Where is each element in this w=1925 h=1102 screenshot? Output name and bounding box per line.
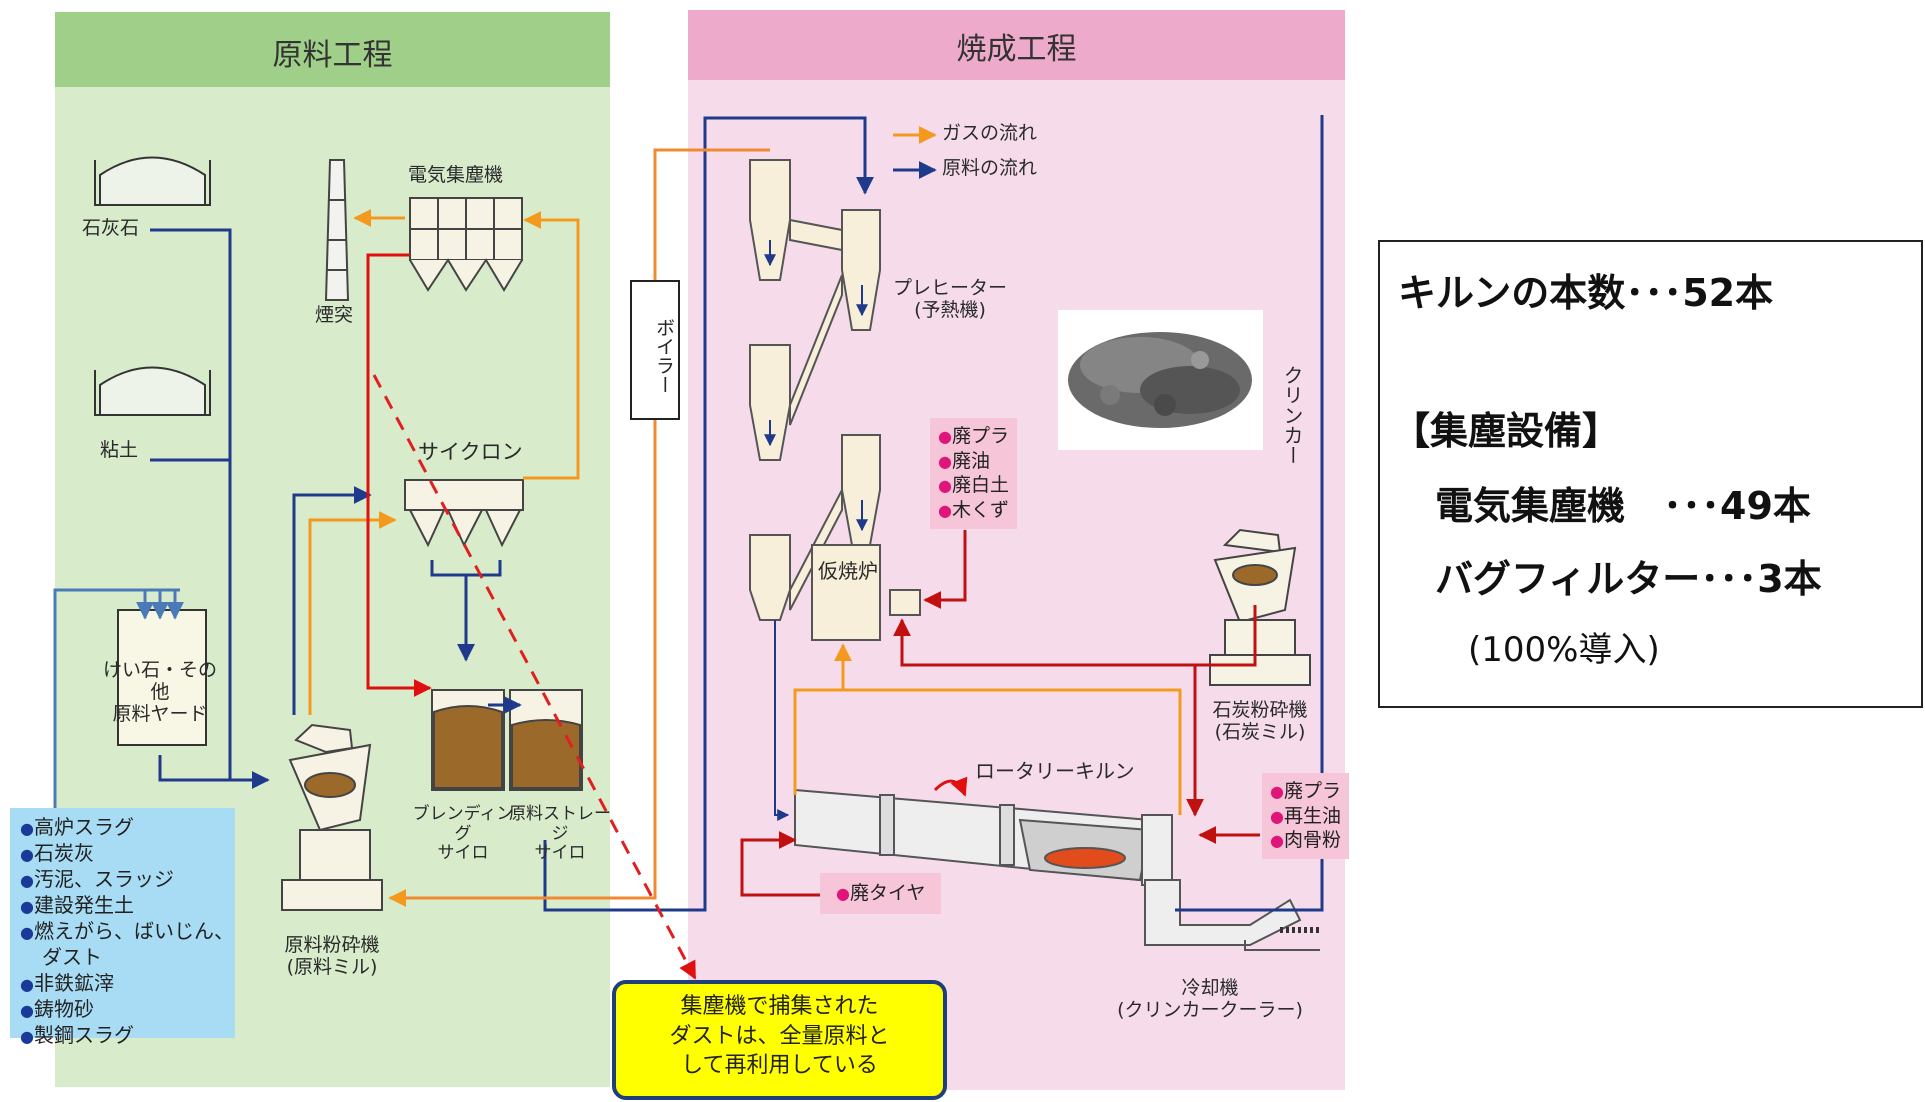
bag-filter-count: バグフィルター･･･3本	[1435, 557, 1822, 601]
bullet-icon: ●	[1270, 831, 1284, 851]
rotary-kiln-unit	[794, 788, 1152, 882]
info-box	[1378, 240, 1923, 708]
install-note: (100%導入)	[1468, 630, 1660, 670]
ep-unit	[409, 197, 523, 292]
kiln-label: ロータリーキルン	[975, 759, 1135, 783]
blending-silo-label: ブレンディング サイロ	[412, 804, 514, 864]
bullet-icon: ●	[20, 975, 34, 994]
cyclone-unit	[404, 479, 524, 548]
bullet-icon: ●	[20, 845, 34, 864]
bullet-icon: ●	[1270, 782, 1284, 801]
waste-item: ●製鋼スラグ	[20, 1023, 134, 1047]
clay-storage	[94, 366, 211, 416]
cyclone-label: サイクロン	[418, 440, 523, 464]
bullet-icon: ●	[20, 1027, 34, 1046]
ep-count: 電気集塵機 ･･･49本	[1435, 484, 1811, 528]
ep-label: 電気集塵機	[408, 164, 504, 186]
cooler-unit	[1141, 814, 1320, 951]
bullet-icon: ●	[938, 501, 952, 521]
coal-mill-label: 石炭粉砕機 (石炭ミル)	[1212, 699, 1308, 743]
bullet-icon: ●	[938, 427, 952, 446]
kiln-count: キルンの本数･･･52本	[1398, 271, 1774, 315]
preheater-label: プレヒーター (予熱機)	[892, 277, 1007, 321]
raw-mill-label: 原料粉砕機 (原料ミル)	[284, 934, 380, 978]
fuel-tag-kiln: ●廃プラ ●再生油 ●肉骨粉	[1262, 773, 1349, 860]
waste-item: ●汚泥、スラッジ	[20, 867, 174, 891]
raw-material-title: 原料工程	[272, 38, 393, 73]
waste-item: ●建設発生土	[20, 893, 134, 917]
bullet-icon: ●	[20, 871, 34, 890]
stack	[324, 159, 350, 301]
stack-label: 煙突	[315, 304, 354, 326]
legend-material-label: 原料の流れ	[942, 157, 1038, 179]
waste-item: ●鋳物砂	[20, 997, 94, 1021]
burning-panel-header	[688, 10, 1345, 80]
storage-silo-label: 原料ストレージ サイロ	[509, 804, 611, 864]
waste-item: ●高炉スラグ	[20, 815, 134, 839]
storage-silo	[509, 689, 583, 791]
cooler-label: 冷却機 (クリンカークーラー)	[1117, 977, 1303, 1021]
boiler-label: ボイラー	[630, 280, 680, 420]
burning-title: 焼成工程	[956, 32, 1077, 67]
bullet-icon: ●	[20, 923, 34, 942]
tire-tag: ●廃タイヤ	[820, 873, 942, 914]
clay-label: 粘土	[100, 439, 139, 461]
limestone-storage	[94, 156, 211, 206]
bullet-icon: ●	[20, 897, 34, 916]
bullet-icon: ●	[1270, 806, 1284, 826]
dust-return-arrow	[372, 374, 697, 980]
bullet-icon: ●	[20, 1001, 34, 1020]
fuel-tag-calciner: ●廃プラ ●廃油 ●廃白土 ●木くず	[930, 418, 1017, 529]
bullet-icon: ●	[938, 451, 952, 471]
legend-gas-label: ガスの流れ	[942, 122, 1038, 144]
limestone-label: 石灰石	[82, 217, 140, 239]
calciner-label: 仮焼炉	[818, 559, 878, 583]
raw-mill-unit	[281, 723, 383, 911]
clinker-photo	[1058, 310, 1263, 450]
waste-item: ●石炭灰	[20, 841, 94, 865]
waste-materials-box: ●高炉スラグ ●石炭灰 ●汚泥、スラッジ ●建設発生土 ●燃えがら、ばいじん、 …	[10, 808, 235, 1047]
coal-mill-unit	[1209, 528, 1311, 686]
blending-silo	[431, 689, 505, 791]
silica-yard	[117, 609, 207, 746]
waste-item: ●燃えがら、ばいじん、	[20, 919, 234, 943]
waste-item: ダスト	[42, 945, 102, 969]
bullet-icon: ●	[938, 476, 952, 496]
dust-reuse-callout: 集塵機で捕集された ダストは、全量原料と して再利用している	[612, 980, 947, 1100]
raw-material-panel-header	[55, 12, 610, 87]
dust-equipment-heading: 【集塵設備】	[1392, 409, 1621, 453]
bullet-icon: ●	[20, 819, 34, 838]
preheater-tower	[749, 159, 921, 641]
silica-yard-label: けい石・その他 原料ヤード	[102, 659, 217, 725]
waste-item: ●非鉄鉱滓	[20, 971, 114, 995]
bullet-icon: ●	[836, 884, 850, 903]
clinker-label: クリンカー	[1280, 365, 1304, 465]
